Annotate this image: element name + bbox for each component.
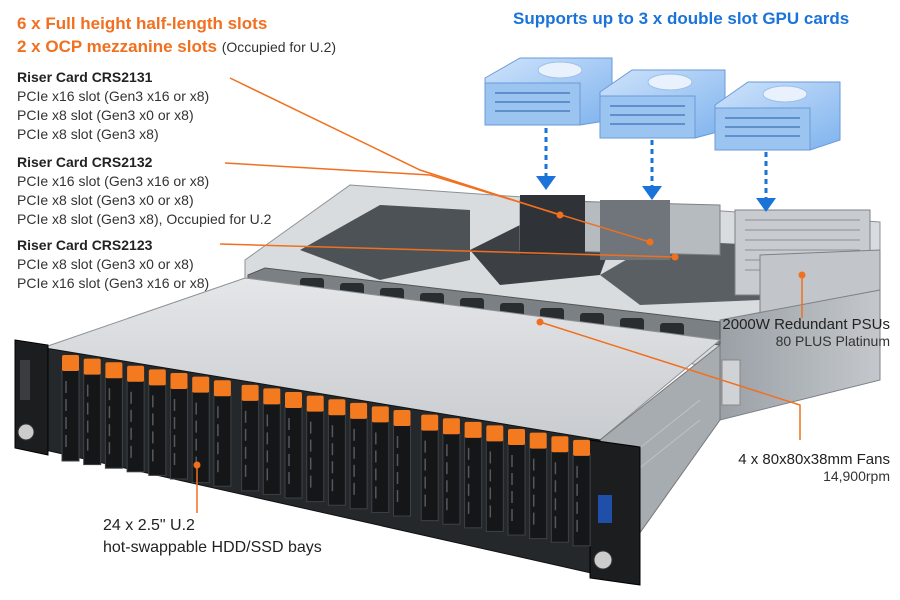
drive-bay[interactable]: [284, 392, 303, 499]
drive-bay[interactable]: [393, 410, 411, 517]
drive-bay-latch[interactable]: [508, 429, 525, 446]
arrow-head-3-icon: [756, 198, 776, 212]
riser-line: PCIe x8 slot (Gen3 x8), Occupied for U.2: [17, 211, 272, 227]
ocp-heading-text: 2 x OCP mezzanine slots: [17, 37, 217, 56]
leader-line-crs2123: [219, 243, 676, 258]
fans-sub: 14,900rpm: [823, 468, 890, 484]
leader-line-crs2132: [224, 162, 651, 243]
arrow-head-1-icon: [536, 176, 556, 190]
drive-bay-latch[interactable]: [442, 418, 460, 435]
bays-line2: hot-swappable HDD/SSD bays: [103, 539, 322, 556]
drive-bay[interactable]: [464, 421, 483, 529]
psu-sub: 80 PLUS Platinum: [775, 333, 890, 349]
riser-line: PCIe x16 slot (Gen3 x16 or x8): [17, 88, 210, 104]
riser-title: Riser Card CRS2123: [17, 237, 153, 253]
drive-bay-latch[interactable]: [421, 414, 439, 431]
riser-line: PCIe x8 slot (Gen3 x0 or x8): [17, 256, 194, 272]
drive-bay-latch[interactable]: [213, 380, 231, 397]
drive-bay[interactable]: [126, 365, 145, 473]
drive-bay[interactable]: [170, 373, 188, 480]
drive-bay[interactable]: [349, 402, 368, 510]
drive-bay-latch[interactable]: [127, 365, 145, 382]
ocp-heading: 2 x OCP mezzanine slots (Occupied for U.…: [17, 37, 336, 57]
drive-bay-latch[interactable]: [192, 376, 210, 393]
ocp-note: (Occupied for U.2): [221, 39, 337, 55]
drive-bay-latch[interactable]: [285, 392, 302, 409]
drive-bay[interactable]: [241, 384, 260, 492]
drive-bay-latch[interactable]: [263, 388, 281, 405]
drive-bay-latch[interactable]: [170, 373, 188, 390]
drive-bay[interactable]: [104, 362, 123, 469]
drive-bay-latch[interactable]: [393, 410, 411, 427]
drive-bay-latch[interactable]: [62, 355, 79, 371]
gpu-card-2: [599, 69, 726, 139]
riser-line: PCIe x8 slot (Gen3 x0 or x8): [17, 107, 194, 123]
drive-bay-latch[interactable]: [551, 436, 569, 453]
drive-bay[interactable]: [61, 355, 80, 462]
drive-bay-latch[interactable]: [371, 406, 389, 423]
psu-callout: 2000W Redundant PSUs 80 PLUS Platinum: [722, 316, 890, 349]
leader-line-fans: [539, 321, 801, 440]
drive-bay[interactable]: [191, 376, 210, 484]
drive-bay[interactable]: [371, 406, 390, 513]
drive-bay[interactable]: [572, 439, 591, 547]
dot-psu: [798, 271, 806, 279]
arrow-head-2-icon: [642, 186, 662, 200]
drive-bay-latch[interactable]: [486, 425, 504, 442]
drive-bay-latch[interactable]: [83, 358, 101, 375]
dot-bays: [193, 461, 201, 469]
riser-block-crs2132: Riser Card CRS2132 PCIe x16 slot (Gen3 x…: [17, 153, 271, 229]
slots-heading: 6 x Full height half-length slots: [17, 14, 268, 33]
drive-bay[interactable]: [420, 414, 439, 522]
riser-line: PCIe x16 slot (Gen3 x16 or x8): [17, 173, 210, 189]
drive-bay-latch[interactable]: [529, 432, 547, 449]
drive-bays: [61, 355, 591, 547]
drive-bay[interactable]: [148, 369, 167, 476]
drive-bay[interactable]: [213, 380, 232, 487]
riser-line: PCIe x8 slot (Gen3 x8): [17, 126, 159, 142]
drive-bay-latch[interactable]: [105, 362, 123, 379]
drive-bay[interactable]: [507, 429, 526, 536]
drive-bay[interactable]: [550, 436, 569, 543]
drive-bay[interactable]: [262, 388, 281, 495]
gpu-card-1: [484, 57, 613, 126]
drive-bay-latch[interactable]: [306, 395, 324, 412]
drive-bay[interactable]: [306, 395, 325, 503]
drive-bay[interactable]: [529, 432, 548, 540]
bays-line1: 24 x 2.5" U.2: [103, 517, 195, 534]
riser-title: Riser Card CRS2131: [17, 69, 153, 85]
gpu-card-3: [714, 81, 841, 151]
drive-bay-latch[interactable]: [464, 421, 482, 438]
riser-block-crs2131: Riser Card CRS2131 PCIe x16 slot (Gen3 x…: [17, 68, 209, 144]
drive-bay-latch[interactable]: [241, 384, 259, 401]
dot-fans: [536, 318, 544, 326]
drive-bay-latch[interactable]: [328, 399, 346, 416]
dot-crs2131: [556, 211, 564, 219]
gpu-heading: Supports up to 3 x double slot GPU cards: [513, 9, 850, 28]
drive-bay-latch[interactable]: [350, 402, 368, 419]
drive-bay[interactable]: [327, 399, 346, 506]
riser-line: PCIe x16 slot (Gen3 x16 or x8): [17, 275, 210, 291]
drive-bay[interactable]: [442, 418, 461, 525]
dot-crs2123: [671, 253, 679, 261]
riser-line: PCIe x8 slot (Gen3 x0 or x8): [17, 192, 194, 208]
fans-callout: 4 x 80x80x38mm Fans 14,900rpm: [738, 451, 890, 484]
fans-title: 4 x 80x80x38mm Fans: [738, 451, 890, 468]
bays-callout: 24 x 2.5" U.2 hot-swappable HDD/SSD bays: [103, 515, 322, 559]
drive-bay-latch[interactable]: [573, 439, 591, 456]
dot-crs2132: [646, 238, 654, 246]
riser-title: Riser Card CRS2132: [17, 154, 153, 170]
drive-bay[interactable]: [83, 358, 102, 466]
riser-block-crs2123: Riser Card CRS2123 PCIe x8 slot (Gen3 x0…: [17, 236, 209, 293]
psu-title: 2000W Redundant PSUs: [722, 316, 890, 333]
drive-bay-latch[interactable]: [148, 369, 166, 386]
drive-bay[interactable]: [485, 425, 504, 532]
